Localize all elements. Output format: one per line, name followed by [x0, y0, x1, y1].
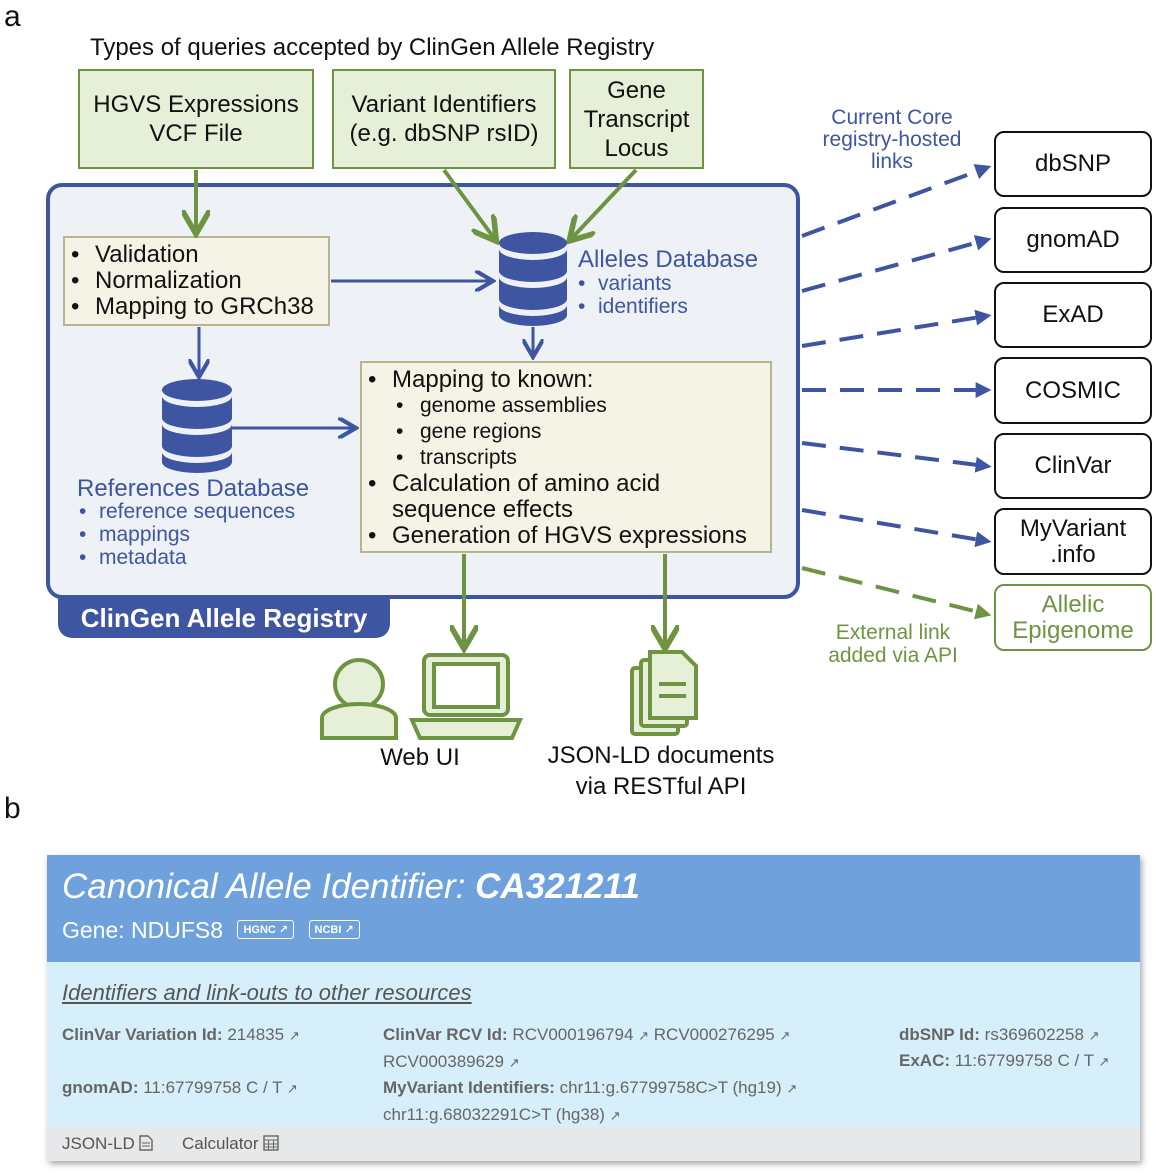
- registry-label: ClinGen Allele Registry: [58, 598, 390, 638]
- validation-box: Validation Normalization Mapping to GRCh…: [63, 236, 330, 326]
- target-cosmic: COSMIC: [994, 357, 1152, 424]
- clinvar-variation-link[interactable]: 214835: [227, 1025, 285, 1044]
- dbsnp-link[interactable]: rs369602258: [984, 1025, 1084, 1044]
- mapping-subitem: transcripts: [390, 445, 770, 471]
- generation-item: Generation of HGVS expressions: [362, 523, 770, 550]
- calculator-icon: [263, 1135, 279, 1151]
- gnomad-field: gnomAD: 11:67799758 C / T ↗: [62, 1078, 298, 1097]
- references-db-item: reference sequences: [77, 500, 295, 523]
- myvariant-link[interactable]: chr11:g.67799758C>T (hg19): [559, 1078, 782, 1097]
- external-link-icon[interactable]: ↗: [1098, 1054, 1110, 1069]
- external-link-icon[interactable]: ↗: [638, 1028, 650, 1043]
- external-link-icon[interactable]: ↗: [286, 1081, 298, 1096]
- gene-line: Gene: NDUFS8 HGNC ↗ NCBI ↗: [62, 917, 360, 944]
- gene-label: Gene: NDUFS8: [62, 917, 224, 943]
- target-dbsnp: dbSNP: [994, 131, 1152, 197]
- allele-card: Canonical Allele Identifier: CA321211 Ge…: [47, 855, 1140, 1161]
- calculation-item: Calculation of amino acid sequence effec…: [362, 471, 770, 523]
- external-link-icon[interactable]: ↗: [609, 1108, 621, 1123]
- link-dbsnp: [801, 164, 992, 238]
- mapping-step: Mapping to GRCh38: [65, 294, 328, 321]
- external-link-icon[interactable]: ↗: [1088, 1028, 1100, 1043]
- json-ld-link[interactable]: JSON-LD: [62, 1134, 154, 1154]
- exac-link[interactable]: 11:67799758 C / T: [954, 1051, 1094, 1070]
- gnomad-link[interactable]: 11:67799758 C / T: [143, 1078, 283, 1097]
- validation-step: Validation: [65, 242, 328, 269]
- alleles-db-item: identifiers: [576, 295, 688, 318]
- target-myvariant: MyVariant .info: [994, 508, 1152, 575]
- mapping-subitem: genome assemblies: [390, 393, 770, 419]
- allele-id: CA321211: [475, 867, 640, 906]
- query-box-hgvs: HGVS Expressions VCF File: [78, 69, 314, 169]
- link-exad: [801, 309, 992, 348]
- external-link-label: External link added via API: [828, 621, 958, 667]
- alleles-db-title: Alleles Database: [578, 246, 759, 273]
- normalization-step: Normalization: [65, 268, 328, 295]
- query-box-identifiers: Variant Identifiers (e.g. dbSNP rsID): [332, 69, 556, 169]
- query-box-gene: Gene Transcript Locus: [569, 69, 704, 169]
- web-ui-label: Web UI: [380, 744, 460, 771]
- rcv-link[interactable]: RCV000196794: [512, 1025, 634, 1044]
- query-types-title: Types of queries accepted by ClinGen All…: [90, 34, 655, 61]
- clinvar-rcv-field: ClinVar RCV Id: RCV000196794 ↗ RCV000276…: [383, 1025, 791, 1071]
- user-icon: [320, 658, 398, 740]
- link-myvariant: [801, 508, 992, 548]
- target-gnomad: gnomAD: [994, 207, 1152, 273]
- identifiers-section-title: Identifiers and link-outs to other resou…: [62, 980, 472, 1005]
- external-link-icon: ↗: [344, 924, 354, 937]
- external-link-icon[interactable]: ↗: [508, 1055, 520, 1070]
- target-allelic-epigenome: Allelic Epigenome: [994, 584, 1152, 651]
- target-clinvar: ClinVar: [994, 433, 1152, 499]
- target-exad: ExAD: [994, 282, 1152, 348]
- arrow-gene-to-alleles: [572, 168, 638, 238]
- mapping-subitem: gene regions: [390, 419, 770, 445]
- external-link-icon[interactable]: ↗: [288, 1028, 300, 1043]
- references-db-item: mappings: [77, 523, 295, 546]
- ncbi-button[interactable]: NCBI ↗: [308, 920, 360, 940]
- clinvar-variation-field: ClinVar Variation Id: 214835 ↗: [62, 1025, 300, 1044]
- references-database-icon: [162, 379, 232, 473]
- arrow-identifiers-to-alleles: [442, 168, 494, 238]
- references-db-title: References Database: [77, 475, 310, 502]
- alleles-db-item: variants: [576, 272, 688, 295]
- references-db-items: reference sequences mappings metadata: [77, 500, 295, 569]
- alleles-database-icon: [499, 232, 567, 326]
- document-icon: [139, 1135, 154, 1151]
- link-allelic-epigenome: [801, 566, 992, 620]
- hgnc-button[interactable]: HGNC ↗: [237, 920, 295, 940]
- alleles-db-items: variants identifiers: [576, 272, 688, 318]
- link-clinvar: [801, 441, 992, 473]
- exac-field: ExAC: 11:67799758 C / T ↗: [899, 1051, 1110, 1070]
- canonical-allele-title: Canonical Allele Identifier: CA321211: [62, 867, 640, 906]
- panel-label-b: b: [4, 792, 21, 825]
- external-link-icon: ↗: [278, 924, 289, 937]
- mapping-box: Mapping to known: genome assemblies gene…: [360, 361, 772, 553]
- card-body: Identifiers and link-outs to other resou…: [47, 962, 1140, 1127]
- mapping-known-item: Mapping to known: genome assemblies gene…: [362, 367, 770, 472]
- card-footer: JSON-LD Calculator: [47, 1127, 1140, 1161]
- dbsnp-field: dbSNP Id: rs369602258 ↗: [899, 1025, 1100, 1044]
- diagram-graphics: [162, 164, 992, 740]
- myvariant-link[interactable]: chr11:g.68032291C>T (hg38): [383, 1105, 605, 1124]
- external-link-icon[interactable]: ↗: [786, 1081, 798, 1096]
- json-ld-label: JSON-LD documents via RESTful API: [547, 742, 775, 800]
- laptop-icon: [408, 653, 524, 740]
- panel-label-a: a: [4, 0, 21, 33]
- card-header: Canonical Allele Identifier: CA321211 Ge…: [47, 855, 1140, 962]
- references-db-item: metadata: [77, 546, 295, 569]
- link-gnomad: [801, 235, 992, 293]
- documents-icon: [630, 650, 698, 736]
- myvariant-field: MyVariant Identifiers: chr11:g.67799758C…: [383, 1078, 798, 1124]
- external-link-icon[interactable]: ↗: [779, 1028, 791, 1043]
- rcv-link[interactable]: RCV000276295: [653, 1025, 775, 1044]
- core-links-label: Current Core registry-hosted links: [822, 106, 962, 173]
- calculator-link[interactable]: Calculator: [182, 1134, 279, 1154]
- rcv-link[interactable]: RCV000389629: [383, 1052, 504, 1071]
